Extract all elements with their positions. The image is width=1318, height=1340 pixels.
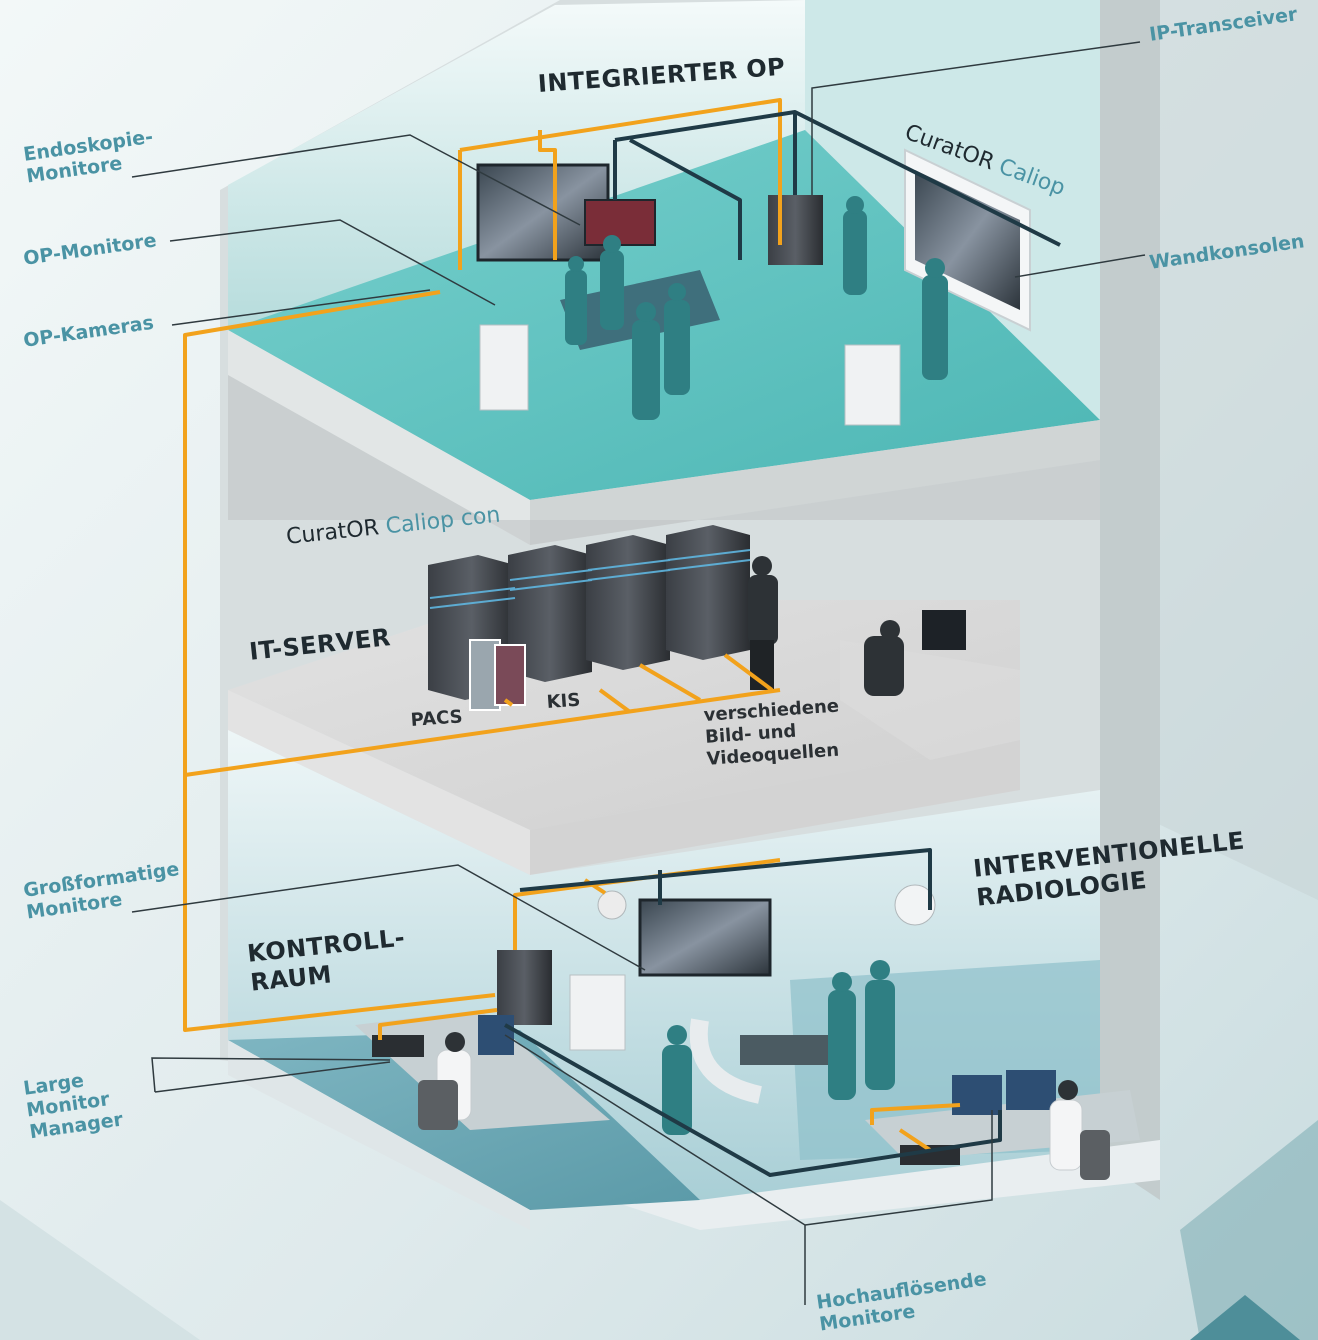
label-pacs: PACS [410,706,464,731]
label-bild-videoquellen: verschiedene Bild- und Videoquellen [703,695,840,770]
orange-network-cables [183,98,961,1152]
dark-network-cables [504,110,1061,1177]
label-kis: KIS [546,689,581,713]
server-racks [428,525,751,700]
callout-leader-lines [131,41,1146,1305]
callout-large-monitor-manager: Large Monitor Manager [22,1069,125,1144]
